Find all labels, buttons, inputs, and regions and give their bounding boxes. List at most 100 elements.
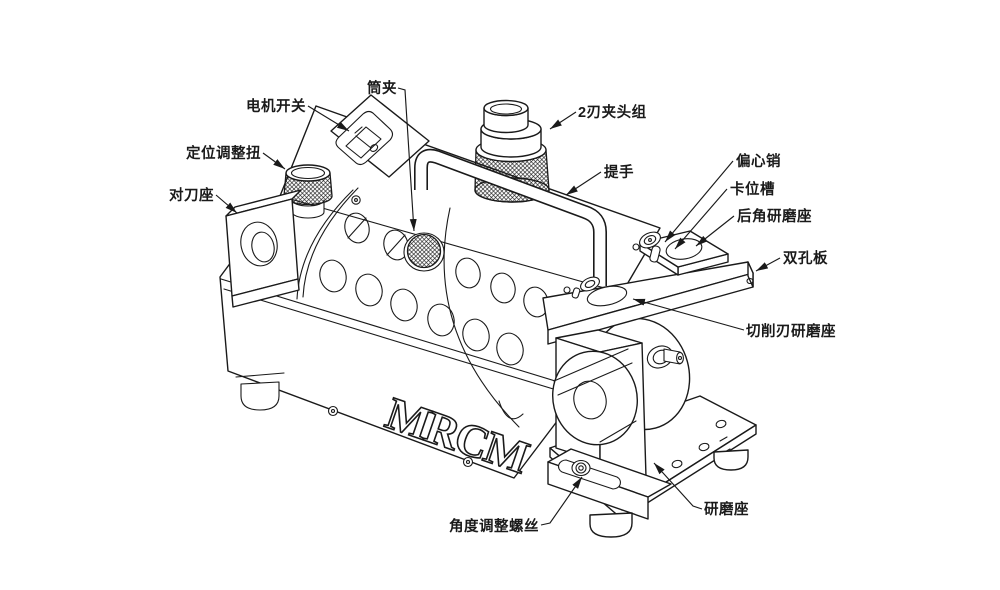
leader-two-flute-chuck <box>549 111 577 130</box>
storage-hole <box>455 257 481 289</box>
label-cutting-edge-seat: 切削刃研磨座 <box>746 322 836 340</box>
handle-part[interactable] <box>414 148 607 286</box>
deck-screw <box>351 195 361 205</box>
collet-knurl <box>406 233 442 269</box>
storage-hole <box>355 273 383 307</box>
bracket-base-block <box>547 448 672 520</box>
tool-seat-step <box>231 278 300 308</box>
leader-handle <box>565 171 602 196</box>
dh-plate-end <box>747 261 754 288</box>
base-plate-hole <box>698 442 710 452</box>
label-tool-setting-seat: 对刀座 <box>169 186 214 204</box>
label-motor-switch: 电机开关 <box>246 97 306 115</box>
callout-double-hole-plate: 双孔板 <box>755 249 828 272</box>
leader-collet <box>397 87 417 232</box>
grinder-machine-body: MRCM <box>219 94 661 484</box>
cord-hook <box>498 400 524 420</box>
leader-cutting-edge-seat <box>632 298 745 331</box>
label-handle: 提手 <box>604 163 634 181</box>
callout-two-flute-chuck: 2刃夹头组 <box>549 103 647 130</box>
leader-grinding-seat <box>653 462 703 510</box>
storage-hole <box>496 332 524 366</box>
handle-fill <box>415 150 606 286</box>
storage-hole-slot <box>347 217 367 239</box>
storage-hole <box>319 259 347 293</box>
disc-chords <box>553 348 637 443</box>
assembly-foot <box>713 449 749 471</box>
switch-on-mark <box>354 126 363 134</box>
leader-eccentric-pin <box>664 160 734 243</box>
callout-handle: 提手 <box>565 163 634 196</box>
base-plate-hole <box>671 459 683 469</box>
plate-screw-detail <box>563 276 600 299</box>
storage-hole <box>490 272 516 304</box>
leader-tool-setting-seat <box>215 194 238 214</box>
tool-seat-hole-inner <box>251 231 275 263</box>
callout-positioning-knob: 定位调整扭 <box>186 144 286 170</box>
leader-angle-adjust-screw <box>540 476 583 526</box>
label-angle-adjust-screw: 角度调整螺丝 <box>449 517 539 535</box>
leader-positioning-knob <box>262 152 286 170</box>
switch-rocker-ridge <box>355 135 372 149</box>
angle-adjust-screw-part[interactable] <box>571 459 591 477</box>
base-plate-hole <box>715 419 727 429</box>
apron-rail-top <box>220 278 589 392</box>
storage-hole <box>427 303 455 337</box>
callout-locating-slot: 卡位槽 <box>674 180 775 250</box>
tool-seat-hole <box>240 221 278 267</box>
callouts: 筒夹 电机开关 定位调整扭 对刀座 2刃夹头组 提手 偏心销 卡位槽 <box>169 79 836 535</box>
wheel-shaft <box>646 345 684 369</box>
label-positioning-knob: 定位调整扭 <box>186 144 261 162</box>
leader-motor-switch <box>307 105 350 132</box>
label-double-hole-plate: 双孔板 <box>783 249 828 267</box>
label-grinding-seat: 研磨座 <box>704 500 749 518</box>
storage-hole-slot <box>386 234 406 256</box>
disc-hole <box>573 380 607 420</box>
knob-stem <box>291 199 325 219</box>
body-screw-dot <box>465 459 471 465</box>
label-locating-slot: 卡位槽 <box>730 180 775 198</box>
assembly-foot <box>589 512 633 538</box>
callout-relief-angle-seat: 后角研磨座 <box>695 207 812 247</box>
cutting-edge-port <box>586 285 628 307</box>
dh-plate-end-hole <box>746 277 754 285</box>
tool-setting-seat-part <box>225 189 302 308</box>
body-screw <box>327 405 339 417</box>
leader-locating-slot <box>674 188 728 250</box>
callout-angle-adjust-screw: 角度调整螺丝 <box>449 476 583 535</box>
label-collet: 筒夹 <box>367 79 397 97</box>
callout-eccentric-pin: 偏心销 <box>664 152 781 243</box>
storage-hole <box>390 288 418 322</box>
bit-storage-holes <box>319 212 549 366</box>
body-screw-dot <box>330 408 336 414</box>
body-screw <box>462 456 474 468</box>
collet-part <box>403 232 445 272</box>
switch-off-mark <box>369 144 379 152</box>
motor-switch-part <box>330 94 430 205</box>
machine-foot <box>235 372 285 411</box>
grinding-assembly <box>542 230 757 538</box>
knob-top-rim <box>290 166 326 180</box>
deck-small-hole <box>632 243 640 251</box>
wheel-disc <box>551 348 639 446</box>
leader-relief-angle-seat <box>695 215 735 247</box>
eccentric-pin-part <box>632 231 661 263</box>
label-eccentric-pin: 偏心销 <box>736 152 781 170</box>
deck-screw-dot <box>354 198 358 202</box>
cover-seam-left2 <box>302 187 359 298</box>
callout-cutting-edge-seat: 切削刃研磨座 <box>632 298 836 340</box>
storage-hole <box>344 212 370 244</box>
callout-collet: 筒夹 <box>367 79 417 232</box>
double-hole-plate-part <box>542 230 754 345</box>
label-two-flute-chuck: 2刃夹头组 <box>578 103 647 121</box>
label-relief-angle-seat: 后角研磨座 <box>737 207 812 225</box>
chuck-bore <box>489 103 523 115</box>
callout-grinding-seat: 研磨座 <box>653 462 749 518</box>
positioning-knob-part[interactable] <box>283 164 333 219</box>
callout-motor-switch: 电机开关 <box>246 97 350 132</box>
eccentric-pin-body <box>649 245 661 263</box>
storage-hole <box>462 318 490 352</box>
leader-double-hole-plate <box>755 257 781 272</box>
